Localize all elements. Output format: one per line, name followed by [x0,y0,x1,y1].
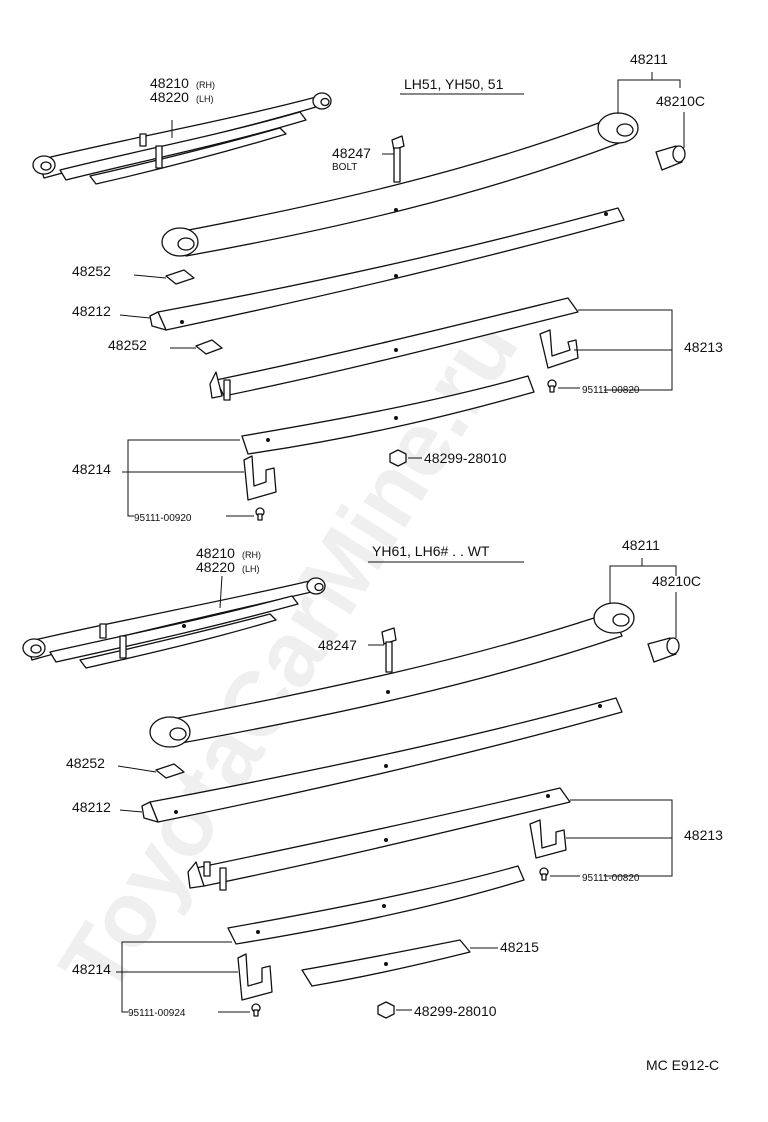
bottom-clip-48214 [237,953,273,1001]
top-label-48214: 48214 [72,461,111,477]
top-bushing-48210c [655,145,686,171]
bottom-center-bolt-48247 [381,627,397,673]
top-rivet-95111-00920 [255,507,265,521]
top-spring-assembly-thumbnail [32,92,332,185]
top-title: LH51, YH50, 51 [404,76,504,92]
top-clip-48213 [539,329,579,369]
bottom-label-48210c: 48210C [652,573,701,589]
bottom-bushing-48210c [647,637,680,663]
top-label-95111-00820: 95111-00820 [582,385,640,396]
bottom-leaf-no4 [227,865,525,945]
top-label-95111-00920: 95111-00920 [134,513,192,524]
bottom-rivet-95111-00820 [539,867,549,881]
bottom-clip-48213 [529,819,567,859]
top-label-48299-28010: 48299-28010 [424,450,507,466]
top-leaf-no4 [241,375,535,455]
top-leader-48211 [617,79,681,114]
bottom-leaf-48215 [301,939,471,987]
bottom-spring-assembly-thumbnail [22,577,326,669]
top-leaf-48211 [161,112,639,257]
bottom-label-48211: 48211 [622,537,660,553]
top-label-48220: 48220 [150,89,189,105]
top-spacer-48252-a [165,269,195,285]
bottom-leaf-no3 [187,787,571,891]
bottom-label-48215: 48215 [500,939,539,955]
bottom-label-48213: 48213 [684,827,723,843]
top-nut-48299-28010 [389,449,407,467]
bottom-title: YH61, LH6# . . WT [372,543,490,559]
bottom-leaf-48212 [141,697,623,823]
top-label-48211: 48211 [630,51,668,67]
top-clip-48214 [243,455,277,501]
bottom-group: YH61, LH6# . . WT 48210 (RH) 48220 (LH) [22,537,723,1019]
top-label-48213: 48213 [684,339,723,355]
top-label-48210: 48210 [150,75,189,91]
bottom-label-48210: 48210 [196,545,235,561]
top-label-48210-sub: (RH) [196,80,215,90]
bottom-label-48214: 48214 [72,961,111,977]
bottom-bracket-48214 [121,941,232,1013]
bottom-label-95111-00820: 95111-00820 [582,873,640,884]
top-spacer-48252-b [195,339,223,355]
top-label-48247: 48247 [332,145,371,161]
top-group: LH51, YH50, 51 48210 (RH) 48220 (LH) [32,51,723,524]
top-label-48252-b: 48252 [108,337,147,353]
bottom-leader-48211 [609,565,677,604]
bottom-leaf-48211 [149,602,635,748]
bottom-nut-48299-28010 [377,1001,395,1019]
bottom-label-48220-sub: (LH) [242,564,260,574]
bottom-label-48247: 48247 [318,637,357,653]
bottom-label-48220: 48220 [196,559,235,575]
top-label-48212: 48212 [72,303,111,319]
top-leaf-no3 [209,297,579,401]
bottom-rivet-95111-00924 [251,1003,261,1017]
top-center-bolt-48247 [391,135,405,183]
bottom-label-48252: 48252 [66,755,105,771]
bottom-label-48212: 48212 [72,799,111,815]
bottom-spacer-48252 [155,763,185,779]
top-label-48210c: 48210C [656,93,705,109]
top-label-bolt: BOLT [332,162,357,173]
top-leaf-48212 [149,207,625,331]
bottom-label-48299-28010: 48299-28010 [414,1003,497,1019]
footer-code: MC E912-C [646,1057,719,1073]
top-rivet-95111-00820 [547,379,557,393]
top-label-48220-sub: (LH) [196,94,214,104]
top-label-48252-a: 48252 [72,263,111,279]
top-bracket-48214 [127,439,240,517]
bottom-label-48210-sub: (RH) [242,550,261,560]
bottom-label-95111-00924: 95111-00924 [128,1008,186,1019]
